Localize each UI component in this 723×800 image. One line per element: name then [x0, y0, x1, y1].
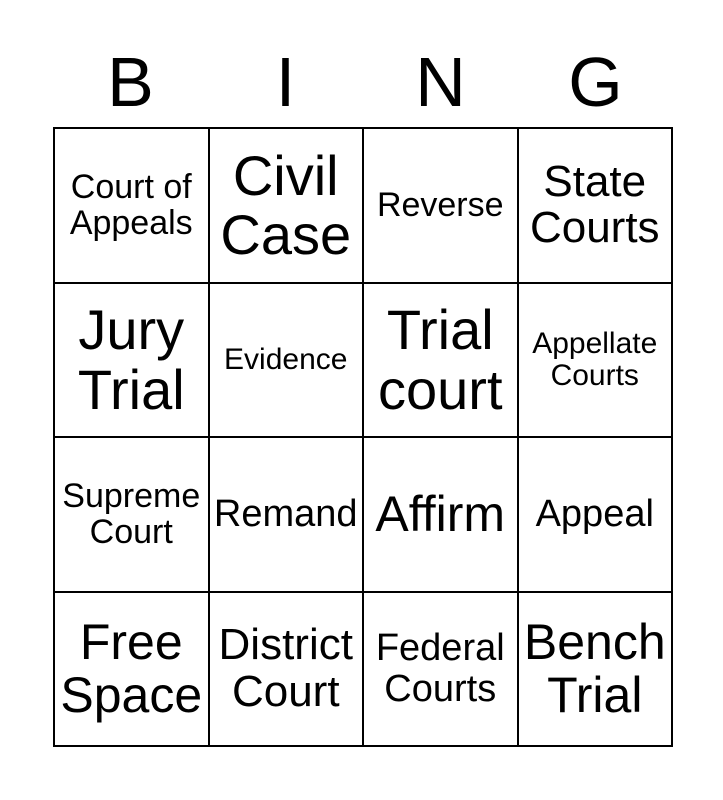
- bingo-cell[interactable]: District Court: [209, 592, 364, 747]
- bingo-cell-label: Appellate Courts: [532, 326, 658, 392]
- bingo-cell[interactable]: Bench Trial: [518, 592, 673, 747]
- bingo-cell[interactable]: Trial court: [364, 283, 519, 438]
- bingo-cell-label: Remand: [213, 493, 358, 536]
- bingo-cell-label: Affirm: [375, 485, 506, 542]
- bingo-header-letter-g: G: [568, 43, 623, 121]
- bingo-cell-label: Jury Trial: [77, 298, 185, 421]
- bingo-cell[interactable]: Court of Appeals: [55, 129, 210, 284]
- bingo-header-row: B I N G: [53, 38, 673, 118]
- bingo-cell-label: Trial court: [378, 298, 503, 421]
- bingo-cell-label: Appeal: [535, 493, 654, 536]
- bingo-cell-label: Civil Case: [220, 143, 352, 267]
- bingo-cell-label: Court of Appeals: [69, 168, 193, 243]
- bingo-header-letter-b: B: [107, 43, 154, 121]
- bingo-cell-label: Supreme Court: [62, 477, 201, 552]
- bingo-cell[interactable]: Supreme Court: [55, 438, 210, 593]
- bingo-cell[interactable]: Appellate Courts: [518, 283, 673, 438]
- bingo-grid: Court of Appeals Civil Case Reverse Stat…: [53, 127, 673, 747]
- bingo-cell[interactable]: Remand: [209, 438, 364, 593]
- bingo-cell[interactable]: Federal Courts: [364, 592, 519, 747]
- bingo-cell-label: Federal Courts: [375, 627, 505, 710]
- bingo-cell-label: Evidence: [224, 342, 348, 376]
- bingo-cell-label: Bench Trial: [523, 613, 666, 723]
- bingo-cell[interactable]: Reverse: [364, 129, 519, 284]
- bingo-cell[interactable]: Free Space: [55, 592, 210, 747]
- bingo-header-letter-i: I: [275, 43, 296, 121]
- bingo-cell[interactable]: Appeal: [518, 438, 673, 593]
- bingo-cell[interactable]: Evidence: [209, 283, 364, 438]
- bingo-cell-label: Reverse: [376, 186, 504, 225]
- bingo-cell[interactable]: Civil Case: [209, 129, 364, 284]
- bingo-cell-label: State Courts: [529, 156, 660, 253]
- bingo-cell[interactable]: Affirm: [364, 438, 519, 593]
- bingo-cell[interactable]: State Courts: [518, 129, 673, 284]
- bingo-cell-label: Free Space: [60, 613, 203, 723]
- bingo-header-letter-n: N: [415, 43, 466, 121]
- bingo-cell-label: District Court: [218, 620, 353, 716]
- bingo-cell[interactable]: Jury Trial: [55, 283, 210, 438]
